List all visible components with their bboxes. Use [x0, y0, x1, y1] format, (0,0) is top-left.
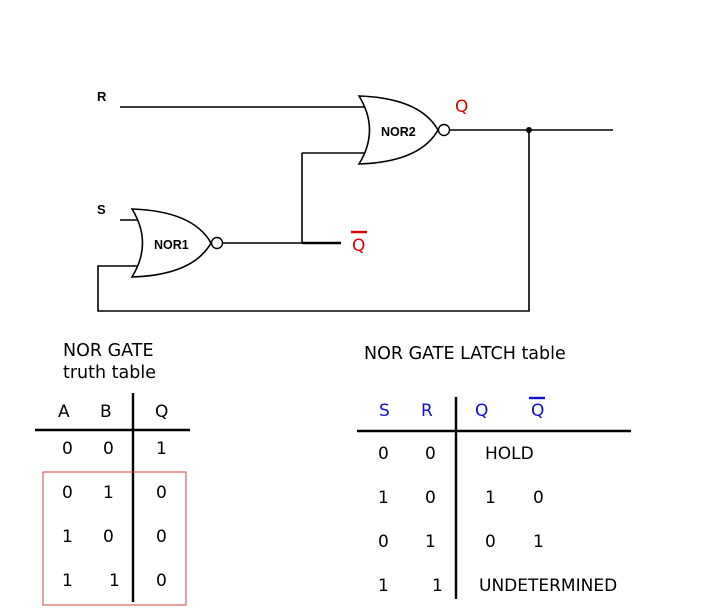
nor1-inversion-bubble: [210, 236, 224, 250]
input-s-label: S: [97, 202, 106, 217]
truth-cell: 1: [62, 571, 73, 591]
latch-cell: 1: [533, 532, 544, 552]
truth-table-title-line1: NOR GATE: [63, 341, 154, 361]
highlight-box: [42, 471, 187, 606]
latch-cell: 1: [425, 532, 436, 552]
nor-truth-table: NOR GATE truth table A B Q 0 0 1 0 1 0 1…: [35, 341, 190, 606]
circuit-wires: [97, 106, 613, 312]
output-qbar-label: Q: [351, 230, 367, 256]
latch-cell: 0: [378, 532, 389, 552]
latch-cell: 0: [425, 444, 436, 464]
output-q-label: Q: [455, 97, 468, 117]
output-qbar-text: Q: [352, 236, 365, 256]
input-r-label: R: [97, 89, 107, 104]
nor2-inversion-bubble: [437, 123, 451, 137]
truth-row-4: 1 1 0: [62, 571, 167, 591]
latch-cell: 0: [485, 532, 496, 552]
truth-row-2: 0 1 0: [62, 483, 167, 503]
latch-table: NOR GATE LATCH table S R Q Q 0 0 HOLD 1 …: [357, 344, 631, 599]
latch-cell: UNDETERMINED: [479, 576, 617, 596]
nor2-body: [357, 95, 439, 165]
latch-cell: 1: [378, 488, 389, 508]
latch-cell: 1: [485, 488, 496, 508]
truth-cell: 1: [103, 483, 114, 503]
latch-cell: 1: [378, 576, 389, 596]
nor2-label: NOR2: [381, 125, 416, 139]
truth-header-a: A: [58, 402, 70, 422]
nor1-body: [130, 208, 212, 278]
truth-header-b: B: [100, 402, 112, 422]
latch-cell: 1: [432, 576, 443, 596]
truth-cell: 0: [156, 527, 167, 547]
truth-header-q: Q: [155, 402, 168, 422]
latch-header-qbar: Q: [531, 401, 544, 421]
truth-cell: 1: [109, 571, 120, 591]
latch-row-2: 1 0 1 0: [378, 488, 544, 508]
nor2-gate: NOR2: [357, 95, 451, 165]
latch-row-3: 0 1 0 1: [378, 532, 544, 552]
wire-feedback-loop: [97, 130, 530, 312]
latch-row-1: 0 0 HOLD: [378, 444, 534, 464]
latch-cell: 0: [378, 444, 389, 464]
truth-row-3: 1 0 0: [62, 527, 167, 547]
latch-table-title: NOR GATE LATCH table: [364, 344, 566, 364]
truth-cell: 0: [156, 571, 167, 591]
latch-header-s: S: [379, 401, 390, 421]
nor1-label: NOR1: [154, 238, 189, 252]
latch-cell: 0: [425, 488, 436, 508]
latch-cell: HOLD: [485, 444, 534, 464]
truth-cell: 0: [62, 439, 73, 459]
latch-cell: 0: [533, 488, 544, 508]
truth-cell: 0: [103, 439, 114, 459]
truth-cell: 0: [156, 483, 167, 503]
truth-cell: 0: [103, 527, 114, 547]
truth-cell: 1: [156, 439, 167, 459]
truth-cell: 0: [62, 483, 73, 503]
junction-dot: [526, 127, 532, 133]
truth-table-title-line2: truth table: [63, 363, 156, 383]
truth-row-1: 0 0 1: [62, 439, 167, 459]
truth-cell: 1: [62, 527, 73, 547]
latch-header-q: Q: [475, 401, 488, 421]
latch-row-4: 1 1 UNDETERMINED: [378, 576, 617, 596]
nor1-gate: NOR1: [130, 208, 224, 278]
latch-header-r: R: [421, 401, 433, 421]
